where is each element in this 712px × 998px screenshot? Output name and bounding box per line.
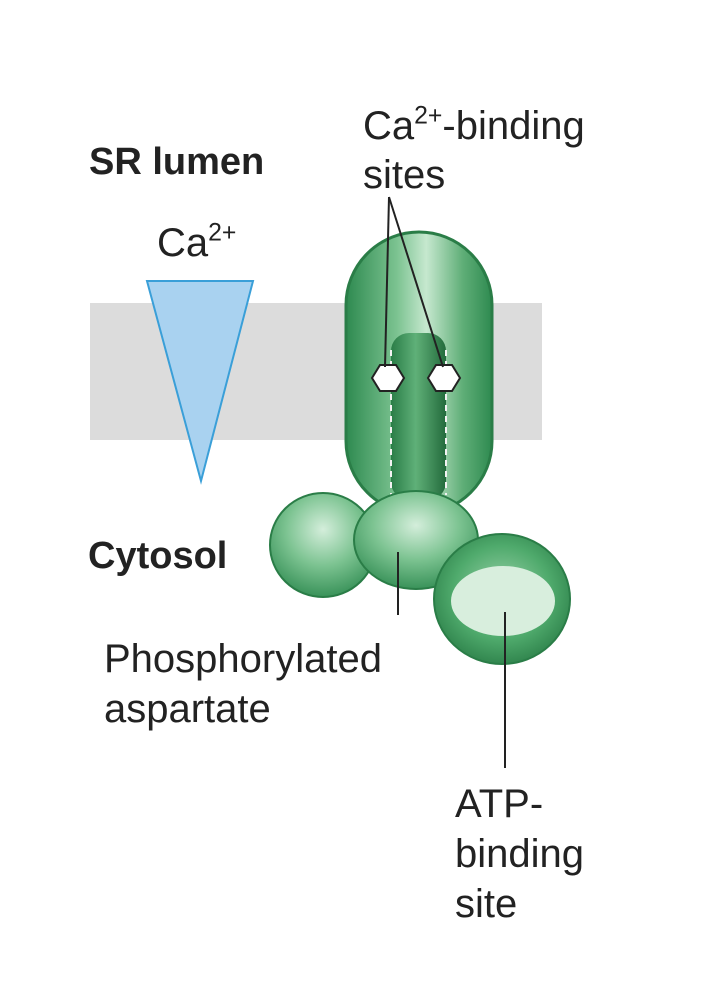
ca-gradient-wedge — [145, 280, 255, 485]
ca-gradient-label: Ca2+ — [157, 219, 237, 265]
ca-binding-site-right — [426, 364, 462, 392]
ca-binding-sites-label-line1: Ca2+-binding — [363, 102, 585, 148]
leader-line-ca-right — [388, 196, 444, 368]
atp-binding-pocket — [451, 566, 555, 636]
atp-label-line3: site — [455, 882, 518, 926]
phospho-label-line1: Phosphorylated — [104, 637, 382, 681]
central-channel — [391, 333, 446, 500]
atp-label-line2: binding — [455, 832, 585, 876]
cytosol-label: Cytosol — [88, 535, 228, 577]
leader-line-ca-left — [384, 196, 390, 368]
atp-label-line1: ATP- — [455, 782, 544, 826]
sr-lumen-label: SR lumen — [89, 141, 265, 183]
phospho-label-line2: aspartate — [104, 687, 271, 731]
ca-binding-site-left — [370, 364, 406, 392]
ca-binding-sites-label-line2: sites — [363, 153, 446, 197]
